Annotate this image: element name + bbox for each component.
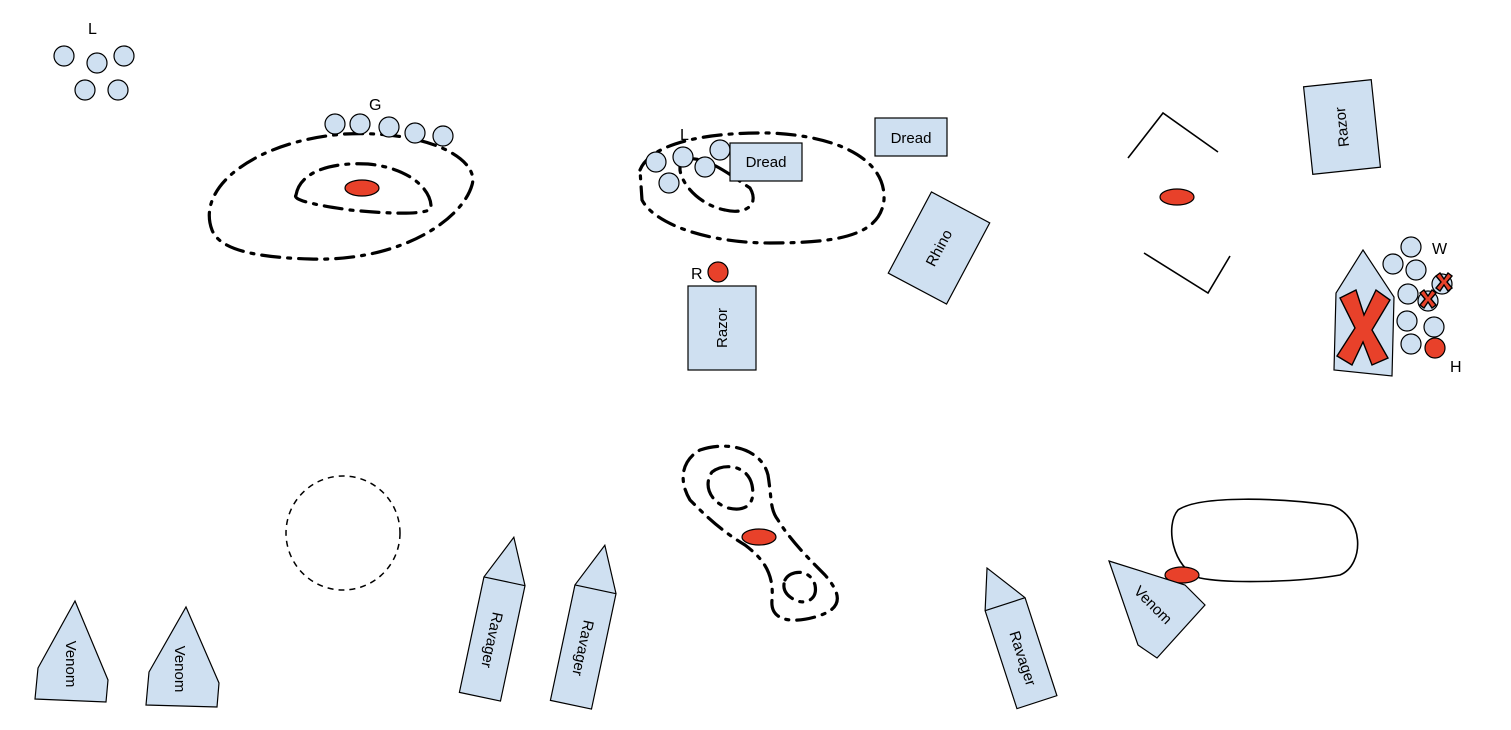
squad-label: W <box>1432 241 1448 258</box>
infantry-model <box>1400 333 1422 355</box>
squad-label: G <box>369 97 381 114</box>
infantry-model <box>378 116 400 138</box>
terrain-ruin <box>1127 111 1231 295</box>
vehicle-venom-1[interactable]: Venom <box>34 599 109 703</box>
character-model <box>707 261 729 283</box>
infantry-model <box>113 45 135 67</box>
objective-marker <box>1164 566 1200 584</box>
terrain-area-right <box>1170 498 1359 583</box>
infantry-squad-g[interactable]: G <box>324 97 454 147</box>
character-model <box>1424 337 1446 359</box>
squad-label: L <box>680 127 689 144</box>
vehicle-dread-2[interactable]: Dread <box>874 117 948 157</box>
objective-markers <box>344 179 1200 584</box>
character-label: H <box>1450 359 1462 376</box>
vehicle-label: Dread <box>891 130 932 147</box>
infantry-model <box>1405 259 1427 281</box>
infantry-model <box>645 151 667 173</box>
infantry-model <box>53 45 75 67</box>
infantry-model <box>1423 316 1445 338</box>
infantry-model <box>86 52 108 74</box>
infantry-model <box>694 156 716 178</box>
infantry-model <box>672 146 694 168</box>
infantry-model <box>1382 253 1404 275</box>
infantry-squad-l-topleft[interactable]: L <box>53 21 135 101</box>
objective-marker <box>344 179 380 197</box>
infantry-squad-l-center[interactable]: L <box>645 127 731 194</box>
vehicle-label: Venom <box>62 641 79 688</box>
vehicle-razor-2[interactable]: Razor <box>1302 79 1382 175</box>
infantry-model <box>349 113 371 135</box>
character-h[interactable]: H <box>1424 337 1462 376</box>
terrain-hill-center <box>638 131 886 245</box>
infantry-model <box>1396 310 1418 332</box>
infantry-model <box>107 79 129 101</box>
infantry-model <box>324 113 346 135</box>
infantry-model <box>432 125 454 147</box>
vehicle-label: Razor <box>714 308 731 348</box>
vehicle-destroyed[interactable] <box>1333 248 1395 377</box>
vehicle-razor-1[interactable]: Razor <box>687 285 757 371</box>
vehicle-ravager-2[interactable]: Ravager <box>549 541 625 710</box>
terrain-crater <box>285 475 401 591</box>
infantry-squad-w[interactable]: W <box>1382 236 1454 355</box>
vehicle-ravager-1[interactable]: Ravager <box>458 533 534 702</box>
objective-marker <box>1159 188 1195 206</box>
vehicle-label: Razor <box>1332 106 1353 148</box>
vehicle-label: Venom <box>171 646 188 693</box>
terrain-hill-left <box>207 132 475 261</box>
vehicle-rhino[interactable]: Rhino <box>887 191 991 305</box>
destroyed-cross <box>1336 288 1391 366</box>
infantry-model <box>709 139 731 161</box>
infantry-model <box>1400 236 1422 258</box>
infantry-model <box>404 122 426 144</box>
character-r[interactable]: R <box>691 261 729 283</box>
infantry-model <box>658 172 680 194</box>
casualty-cross <box>1418 288 1438 310</box>
character-label: R <box>691 266 703 283</box>
infantry-model <box>74 79 96 101</box>
vehicle-ravager-3[interactable]: Ravager <box>973 560 1058 710</box>
vehicle-dread-1[interactable]: Dread <box>729 142 803 182</box>
infantry-model <box>1397 283 1419 305</box>
squad-label: L <box>88 21 97 38</box>
vehicle-venom-2[interactable]: Venom <box>145 605 220 708</box>
vehicle-venom-3[interactable]: Venom <box>1108 560 1206 659</box>
vehicle-label: Dread <box>746 154 787 171</box>
casualty-cross <box>1434 271 1454 293</box>
objective-marker <box>741 528 777 546</box>
terrain-hill-bottom <box>681 444 839 622</box>
